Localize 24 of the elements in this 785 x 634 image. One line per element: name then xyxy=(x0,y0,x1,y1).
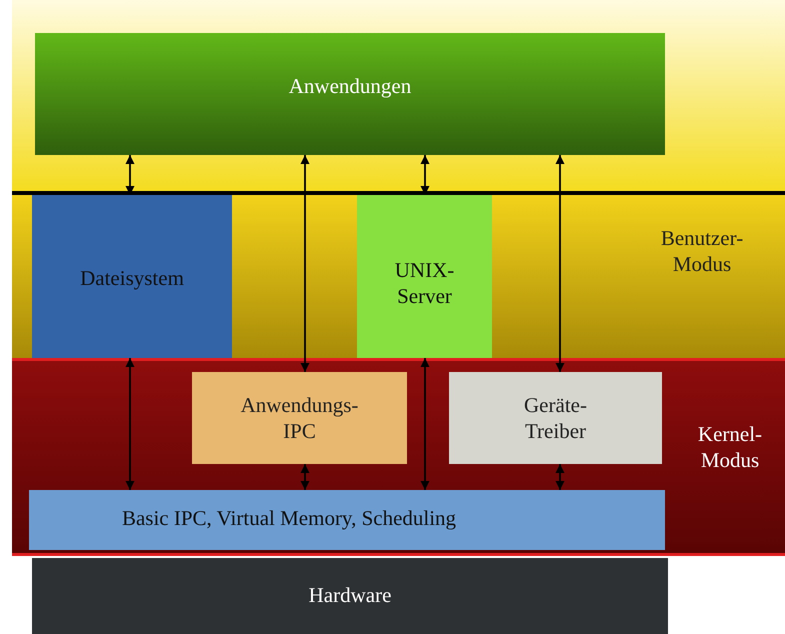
microkernel-box xyxy=(29,490,665,550)
ipc-box xyxy=(192,372,407,464)
filesystem-box xyxy=(32,195,232,358)
hardware-box xyxy=(32,558,668,634)
arrow xyxy=(556,464,564,490)
unix-server-box xyxy=(357,195,492,358)
arrow xyxy=(126,358,134,490)
device-driver-box xyxy=(449,372,662,464)
box-label: Basic IPC, Virtual Memory, Scheduling xyxy=(120,505,458,531)
box-label: Dateisystem xyxy=(79,265,185,291)
box-label: Hardware xyxy=(308,582,392,608)
arrow xyxy=(300,155,310,372)
arrow xyxy=(300,464,310,490)
mode-label: Kernel- Modus xyxy=(696,421,764,473)
application-box xyxy=(35,33,665,155)
user-mode-band xyxy=(12,195,785,358)
box-label: Geräte- Treiber xyxy=(523,392,588,444)
arrow xyxy=(556,155,564,372)
mode-label: Benutzer- Modus xyxy=(660,225,744,277)
box-label: Anwendungs- IPC xyxy=(240,392,360,444)
kernel-mode-band xyxy=(12,358,785,556)
arrow xyxy=(420,358,430,490)
box-label: UNIX- Server xyxy=(394,257,456,309)
box-label: Anwendungen xyxy=(288,73,412,99)
